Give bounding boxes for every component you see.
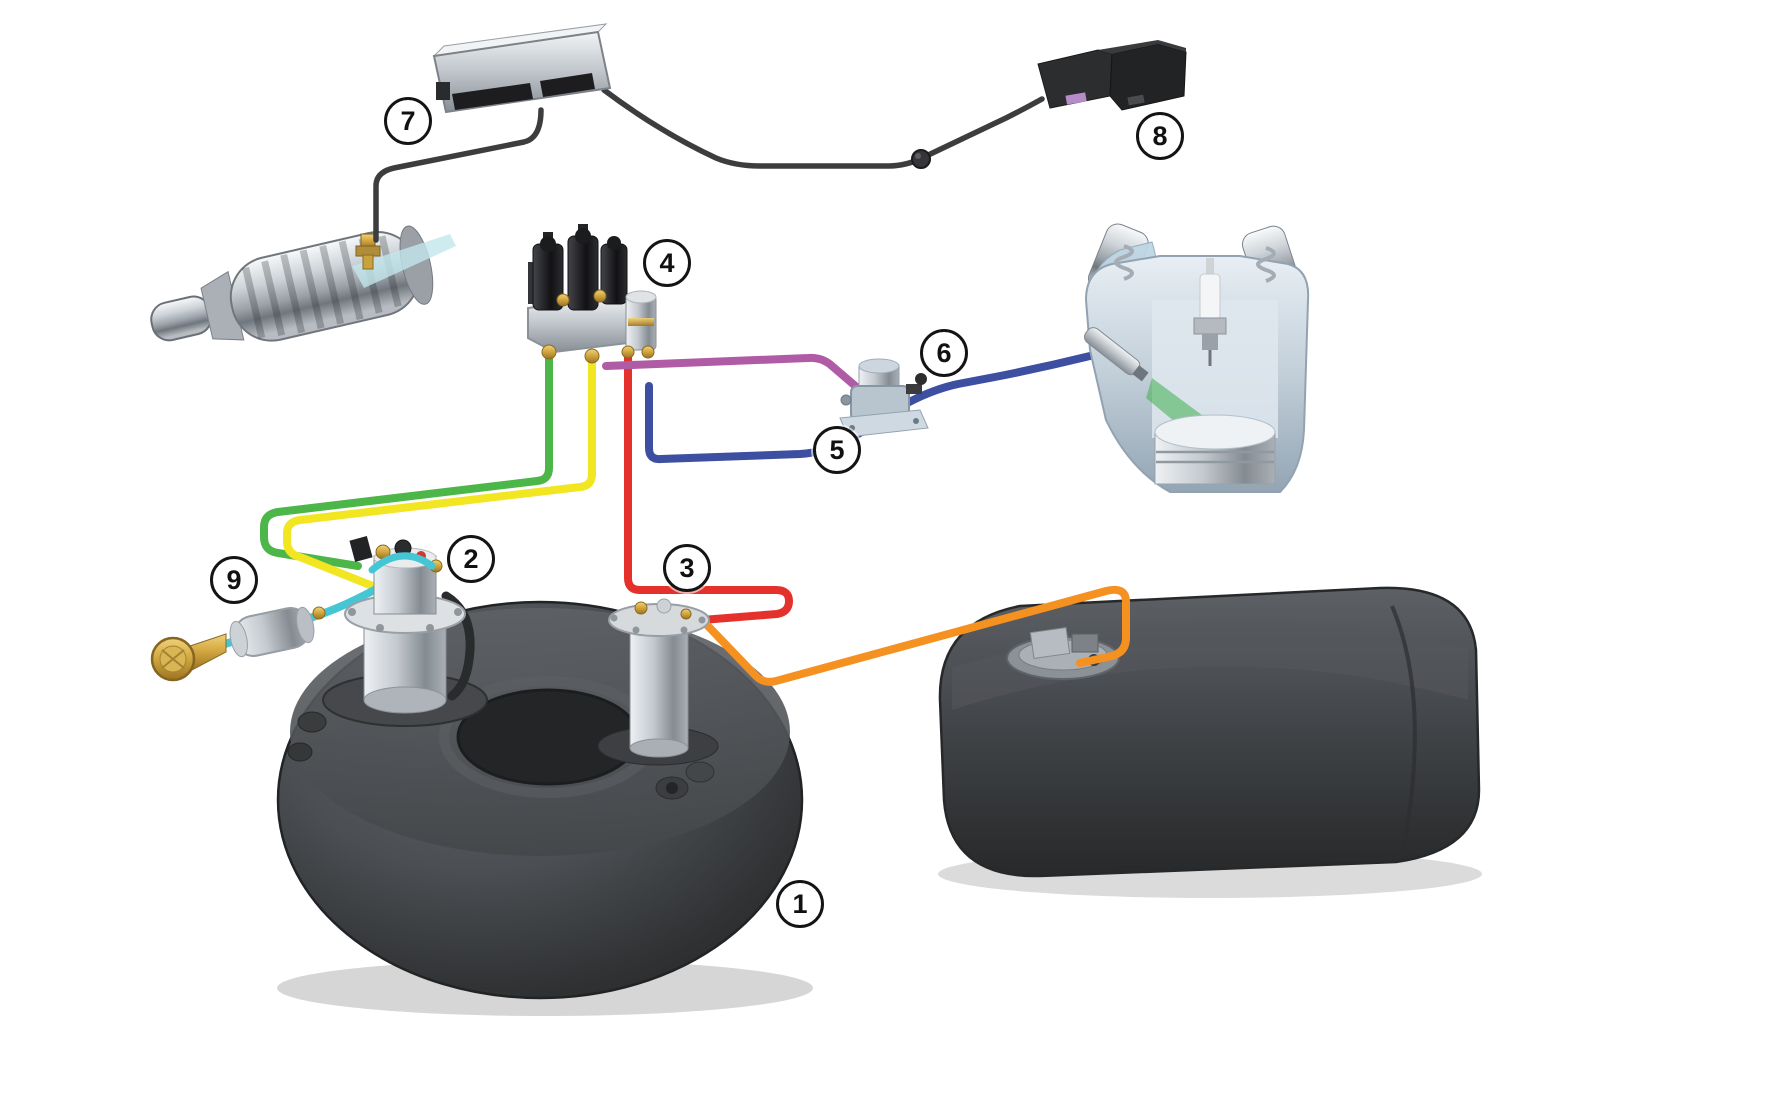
callout-7: 7 [384,97,432,145]
oxygen-sensor [355,233,381,270]
callout-5: 5 [813,426,861,474]
wire-ecu-to-module [601,87,1045,169]
purple-line [602,353,864,394]
callout-8: 8 [1136,112,1184,160]
filler-valve [150,633,227,682]
cylindrical-tank [938,586,1481,878]
yellow-line [283,354,596,593]
callout-2: 2 [447,535,495,583]
fuel-pump-assembly [322,536,488,727]
callout-3: 3 [663,544,711,592]
pump-module [597,598,719,766]
solenoid-valve-assembly [527,224,657,364]
valve-spring-left [1114,244,1134,281]
orange-line [702,585,1130,686]
pump-cyan-loop [368,552,436,574]
callout-4: 4 [643,239,691,287]
regulator-hose-fitting [906,373,927,394]
callout-9: 9 [210,556,258,604]
engine-piston [1154,414,1276,485]
toroidal-tank [276,600,804,1000]
inline-filter [229,606,315,658]
wire-ecu-to-sensor [373,107,544,243]
pressure-regulator [839,358,929,438]
fuel-injector [1083,327,1149,382]
ecu-control-unit [432,23,612,114]
catalytic-converter [150,225,434,342]
red-line [624,352,793,624]
exhaust-gas-beam [352,234,456,288]
filter-outlet-nut [312,606,326,620]
callout-1: 1 [776,880,824,928]
interface-module [1037,40,1187,111]
spark-plug [1193,258,1227,366]
valve-spring-right [1256,246,1276,283]
engine-cylinder-cutaway [1083,223,1310,493]
fuel-lines [183,352,1130,686]
wire-connector-plug [911,149,931,169]
callout-6: 6 [920,329,968,377]
green-line [260,352,553,570]
